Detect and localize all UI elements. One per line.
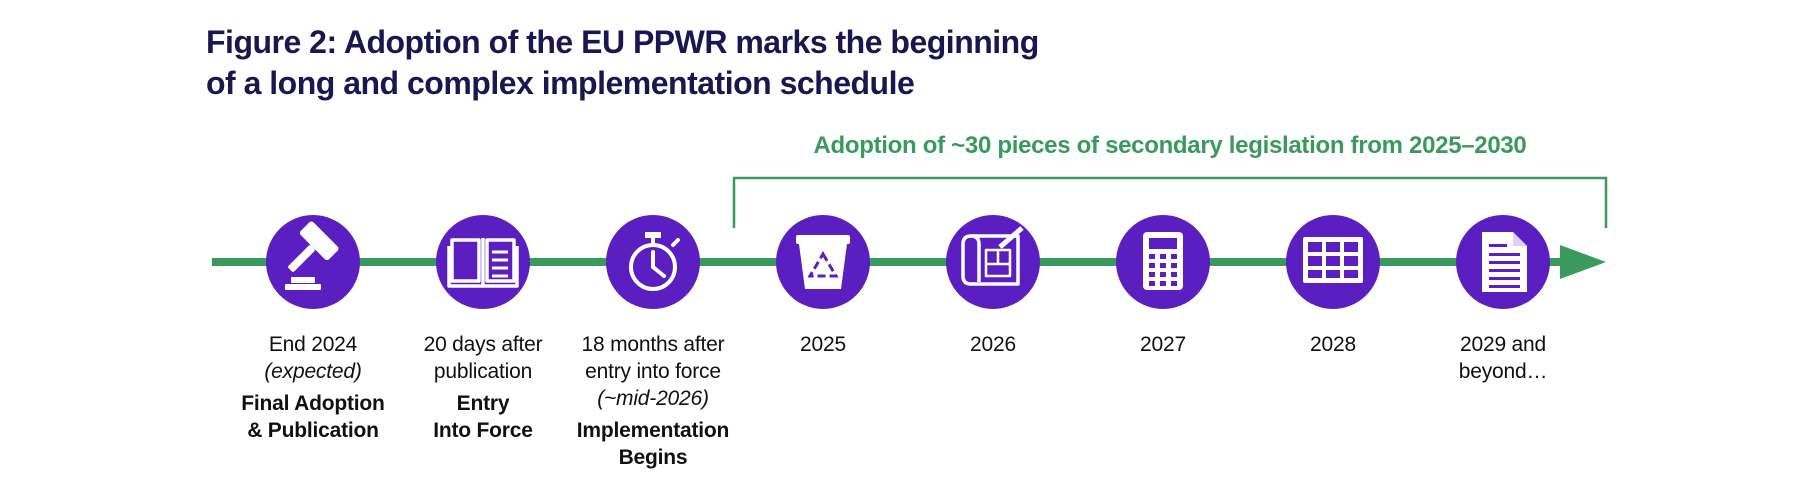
figure-title: Figure 2: Adoption of the EU PPWR marks … [206,22,1039,104]
open-book-icon [447,238,519,288]
milestone-circle-2 [436,215,530,309]
milestone-circle-4 [776,215,870,309]
gavel-icon [285,221,339,290]
milestone-date: 2028 [1310,333,1356,356]
recycling-bin-icon [796,235,850,289]
figure-title-line-1: Figure 2: Adoption of the EU PPWR marks … [206,24,1039,60]
spreadsheet-icon [1303,237,1363,283]
timeline-arrowhead [1560,245,1606,279]
milestone-label-1: End 2024 (expected) Final Adoption& Public… [218,331,408,444]
document-icon [1482,232,1527,292]
blueprint-icon [961,226,1024,286]
milestone-label-7: 2028 [1238,331,1428,358]
milestone-label-5: 2026 [898,331,1088,358]
milestone-circle-1 [266,215,360,309]
milestone-circle-3 [606,215,700,309]
calculator-icon [1143,232,1183,290]
secondary-legislation-label: Adoption of ~30 pieces of secondary legi… [813,132,1527,159]
milestone-circle-6 [1116,215,1210,309]
milestone-name: Final Adoption& Publication [241,392,385,442]
milestone-circle-5 [946,215,1040,309]
stopwatch-icon [629,232,680,291]
milestone-note: (~mid-2026) [597,387,709,410]
milestone-date: End 2024 [268,333,358,356]
secondary-legislation-bracket [732,176,1608,228]
milestone-circle-8 [1456,215,1550,309]
milestone-date: 2026 [970,333,1016,356]
milestone-date: 2027 [1140,333,1186,356]
figure-title-line-2: of a long and complex implementation sch… [206,65,915,101]
milestone-note: (expected) [264,360,362,383]
milestone-label-6: 2027 [1068,331,1258,358]
milestone-circle-7 [1286,215,1380,309]
milestone-date: 2025 [800,333,846,356]
milestone-label-4: 2025 [728,331,918,358]
